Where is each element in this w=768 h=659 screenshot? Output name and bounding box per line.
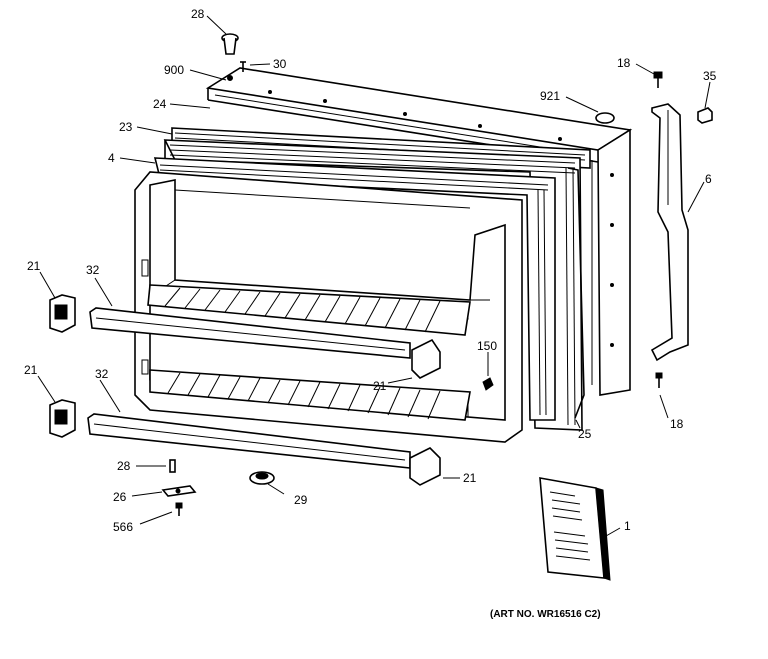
hinge xyxy=(650,103,689,362)
callout-4: 4 xyxy=(108,151,115,165)
callout-21-left-lower: 21 xyxy=(24,363,38,377)
bracket xyxy=(161,485,197,497)
hinge-screw-top xyxy=(653,71,663,88)
callout-18-top: 18 xyxy=(617,56,631,70)
leader-lines xyxy=(37,15,711,537)
callout-24: 24 xyxy=(153,97,167,111)
screw-bottom xyxy=(175,502,183,516)
callout-26: 26 xyxy=(113,490,127,504)
callout-1: 1 xyxy=(624,519,631,533)
callout-921: 921 xyxy=(540,89,560,103)
callout-35: 35 xyxy=(703,69,717,83)
callout-25: 25 xyxy=(578,427,592,441)
art-number: (ART NO. WR16516 C2) xyxy=(490,609,601,620)
upper-shelf-rail xyxy=(89,307,411,359)
callout-32-lower: 32 xyxy=(95,367,109,381)
screw-top xyxy=(240,61,246,72)
plug-bottom xyxy=(169,459,176,473)
hinge-screw-bottom xyxy=(655,372,663,388)
callout-28-bottom: 28 xyxy=(117,459,131,473)
callout-150: 150 xyxy=(477,339,497,353)
door-seal-strip xyxy=(567,167,585,419)
outer-door-panel xyxy=(205,67,633,396)
shelf-end-right-upper xyxy=(411,338,441,379)
lower-shelf xyxy=(149,369,471,421)
callout-900: 900 xyxy=(164,63,184,77)
plug-top xyxy=(221,33,239,55)
callout-21-right-lower: 21 xyxy=(463,471,477,485)
callout-28-top: 28 xyxy=(191,7,205,21)
callout-23: 23 xyxy=(119,120,133,134)
callout-labels: 28 30 900 24 23 4 921 18 35 6 21 32 21 3… xyxy=(24,7,717,620)
shelf-end-right-lower xyxy=(409,447,441,486)
callout-21-right-upper: 21 xyxy=(373,379,387,393)
shelf-end-left-upper xyxy=(49,294,76,333)
callout-21-left-upper: 21 xyxy=(27,259,41,273)
instruction-booklet xyxy=(539,477,611,581)
shelf-end-left-lower xyxy=(49,399,76,438)
callout-29: 29 xyxy=(294,493,308,507)
hinge-cap xyxy=(697,107,713,124)
callout-18-bottom: 18 xyxy=(670,417,684,431)
plug-round xyxy=(249,471,275,485)
callout-566: 566 xyxy=(113,520,133,534)
callout-30: 30 xyxy=(273,57,287,71)
clip-150 xyxy=(482,377,494,391)
callout-6: 6 xyxy=(705,172,712,186)
callout-32-upper: 32 xyxy=(86,263,100,277)
upper-shelf xyxy=(147,284,471,336)
